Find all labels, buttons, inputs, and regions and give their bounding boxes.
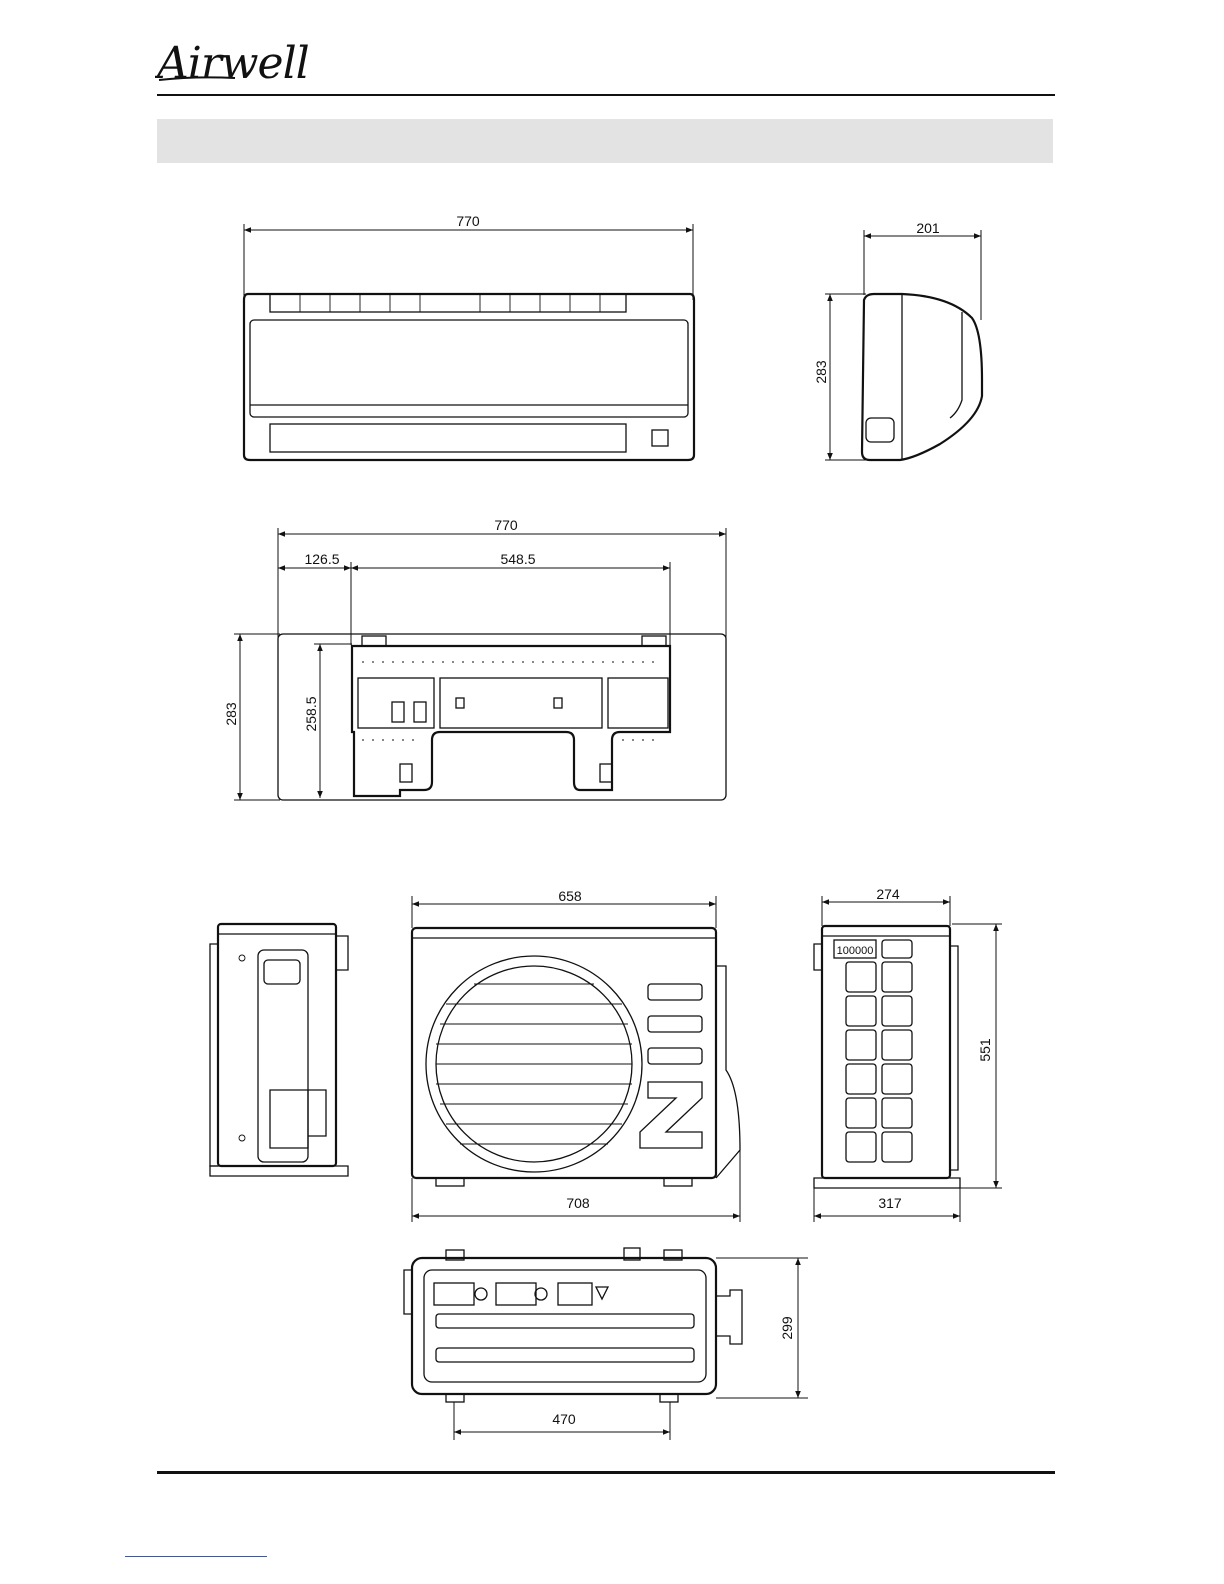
indoor-rear-view: 770 126.5 548.5 283 258.5: [223, 517, 726, 800]
dim-rear-offset: 126.5: [304, 551, 339, 567]
dim-plate-width: 548.5: [500, 551, 535, 567]
dim-outdoor-height: 551: [977, 1038, 993, 1062]
dim-plate-height: 258.5: [303, 696, 319, 731]
outdoor-front-view: 658 708: [412, 888, 740, 1222]
footer-link-underline[interactable]: [125, 1556, 267, 1557]
dim-indoor-side-height: 283: [813, 360, 829, 384]
outdoor-left-side-view: [210, 924, 348, 1176]
dim-outdoor-bottom-depth: 299: [779, 1316, 795, 1340]
dim-indoor-depth: 201: [916, 220, 940, 236]
dim-outdoor-bottom-width: 708: [566, 1195, 590, 1211]
outdoor-side-label: 100000: [837, 945, 874, 957]
dim-rear-width: 770: [494, 517, 518, 533]
dim-rear-height: 283: [223, 702, 239, 726]
dim-indoor-width: 770: [456, 213, 480, 229]
dim-outdoor-top-width: 658: [558, 888, 582, 904]
outdoor-right-side-view: 274 100000 551 317: [814, 886, 1002, 1222]
footer-rule: [157, 1471, 1055, 1474]
outdoor-bottom-view: 299 470: [404, 1248, 808, 1440]
dim-outdoor-depth: 274: [876, 886, 900, 902]
indoor-side-view: 201 283: [813, 220, 982, 460]
dim-foot-spacing: 470: [552, 1411, 576, 1427]
dim-outdoor-base-depth: 317: [878, 1195, 902, 1211]
indoor-front-view: 770: [244, 213, 694, 460]
